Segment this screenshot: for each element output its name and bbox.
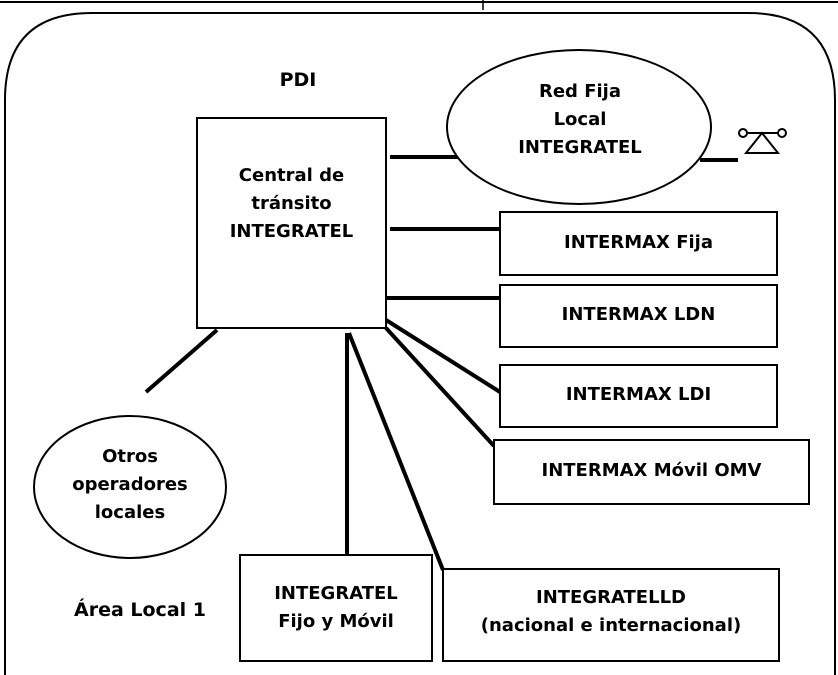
telephone-icon — [738, 128, 787, 154]
link-intermax-movil — [384, 326, 496, 448]
integratel-fm-label: INTEGRATEL Fijo y Móvil — [240, 580, 432, 636]
intermax-movil-box — [493, 439, 810, 505]
integratel-fm-box — [239, 554, 433, 662]
link-otros — [144, 328, 219, 394]
link-integratelld — [347, 332, 445, 571]
central-line-3: INTEGRATEL — [229, 220, 354, 242]
area-boundary — [4, 12, 836, 675]
otros-operadores-ellipse — [33, 415, 227, 559]
intermax-ldi-box — [499, 364, 778, 428]
intermax-ldn-box — [499, 284, 778, 348]
otros-operadores-label: Otros operadores locales — [34, 443, 226, 527]
integratelld-line-2: (nacional e internacional) — [480, 614, 742, 636]
intermax-fija-box — [499, 211, 778, 276]
central-transito-box — [196, 117, 387, 329]
link-intermax-ldi — [384, 318, 502, 394]
pdi-label: PDI — [279, 69, 317, 91]
red-fija-label: Red Fija Local INTEGRATEL — [470, 78, 690, 162]
integratelld-label: INTEGRATELLD (nacional e internacional) — [443, 584, 779, 640]
red-fija-line-2: Local — [553, 108, 607, 130]
intermax-movil-label: INTERMAX Móvil OMV — [541, 460, 762, 481]
area-local-label: Área Local 1 — [74, 599, 206, 621]
red-fija-line-3: INTEGRATEL — [518, 136, 642, 158]
otros-line-1: Otros — [102, 446, 158, 467]
intermax-ldn-label: INTERMAX LDN — [561, 304, 716, 325]
integratelld-box — [442, 568, 780, 662]
integratel-fm-line-2: Fijo y Móvil — [278, 610, 394, 632]
intermax-ldi-label: INTERMAX LDI — [565, 384, 712, 405]
central-transito-label: Central de tránsito INTEGRATEL — [197, 162, 386, 246]
red-fija-line-1: Red Fija — [538, 81, 621, 102]
central-line-2: tránsito — [251, 192, 332, 214]
connections — [144, 155, 738, 571]
otros-line-3: locales — [94, 501, 166, 523]
central-line-1: Central de — [238, 165, 345, 186]
intermax-fija-label: INTERMAX Fija — [564, 232, 713, 253]
integratel-fm-line-1: INTEGRATEL — [274, 583, 398, 604]
integratelld-line-1: INTEGRATELLD — [536, 587, 686, 608]
red-fija-ellipse — [446, 49, 712, 205]
otros-line-2: operadores — [72, 473, 188, 495]
